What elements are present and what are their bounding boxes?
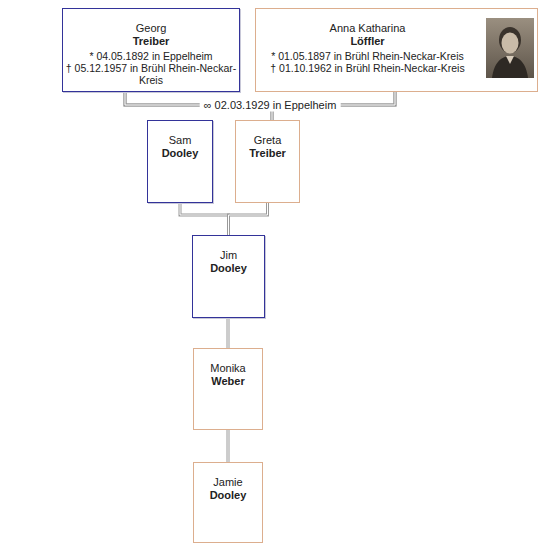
given-name: Jim: [193, 249, 264, 262]
family-connector: [227, 318, 230, 348]
life-date: † 01.10.1962 in Brühl Rhein-Neckar-Kreis: [256, 62, 479, 74]
family-name: Weber: [194, 375, 262, 388]
given-name: Sam: [148, 134, 212, 147]
given-name: Greta: [236, 134, 299, 147]
person-box: GeorgTreiber * 04.05.1892 in Eppelheim† 0…: [62, 8, 240, 92]
family-name: Treiber: [236, 147, 299, 160]
life-date: * 04.05.1892 in Eppelheim: [63, 50, 239, 62]
person-box: JimDooley: [192, 235, 265, 318]
family-connector: [227, 430, 230, 462]
given-name: Jamie: [194, 476, 262, 489]
given-name: Monika: [194, 362, 262, 375]
life-date: † 05.12.1957 in Brühl Rhein-Neckar-Kreis: [63, 62, 239, 86]
family-name: Dooley: [193, 262, 264, 275]
family-name: Treiber: [63, 35, 239, 48]
family-name: Dooley: [194, 489, 262, 502]
family-connector: [180, 203, 229, 235]
family-name: Dooley: [148, 147, 212, 160]
person-box: SamDooley: [147, 120, 213, 203]
marriage-label: ∞ 02.03.1929 in Eppelheim: [200, 99, 341, 112]
person-box: GretaTreiber: [235, 120, 300, 203]
connector-inner: [229, 203, 268, 235]
family-name: Löffler: [256, 35, 479, 48]
given-name: Georg: [63, 22, 239, 35]
connector-inner: [228, 318, 229, 348]
life-date: * 01.05.1897 in Brühl Rhein-Neckar-Kreis: [256, 50, 479, 62]
connector-inner: [180, 203, 229, 235]
connector-inner: [228, 430, 229, 462]
given-name: Anna Katharina: [256, 22, 479, 35]
portrait-photo: [486, 18, 534, 78]
person-box: JamieDooley: [193, 462, 263, 543]
person-box: MonikaWeber: [193, 348, 263, 430]
family-connector: [229, 203, 268, 235]
